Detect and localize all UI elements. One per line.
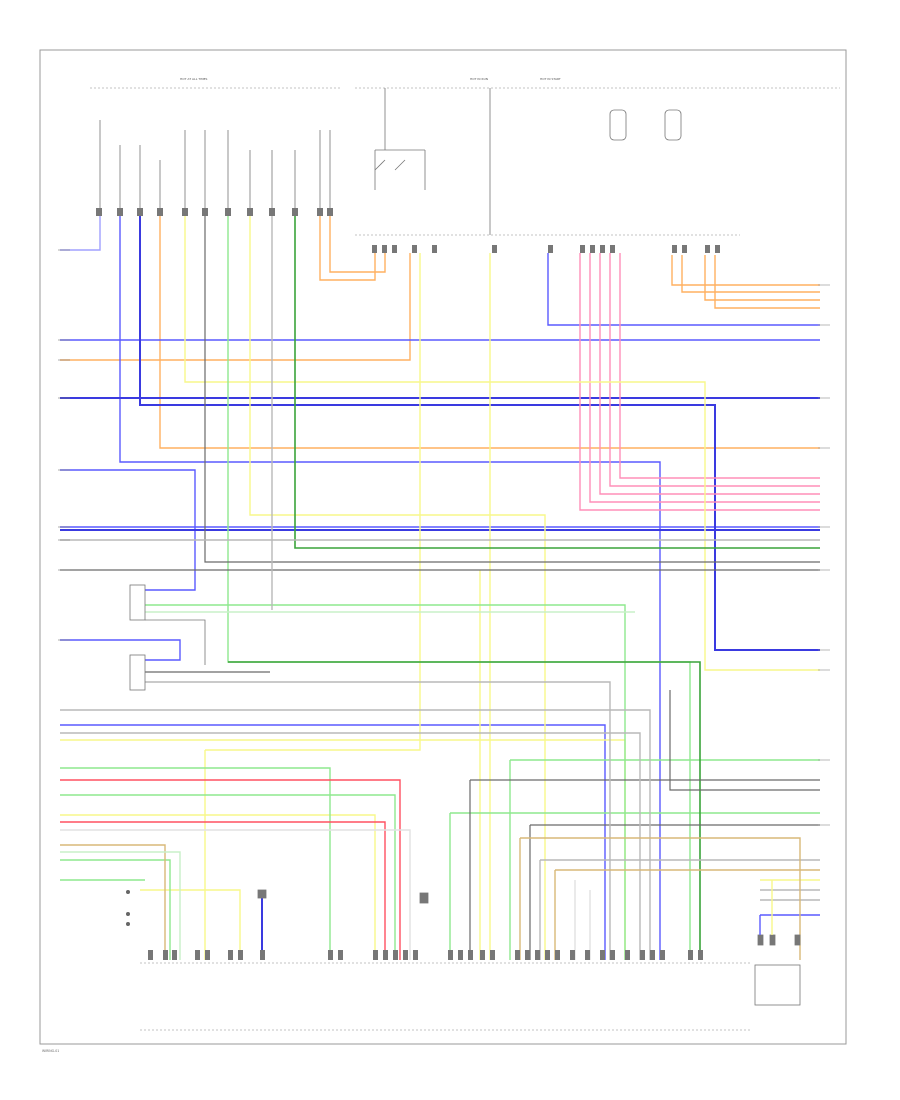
top-components <box>99 88 682 235</box>
top-label-3: HOT IN START <box>540 77 561 81</box>
top-label-2: HOT IN RUN <box>470 77 488 81</box>
left-wire-markers <box>58 249 70 641</box>
module-pins-bottom <box>148 950 703 960</box>
top-label-1: HOT AT ALL TIMES <box>180 77 208 81</box>
connector-pins-top <box>96 208 720 253</box>
wire-harness <box>60 216 820 960</box>
ground-icon <box>126 890 130 926</box>
right-wire-ends <box>818 284 830 826</box>
connector-icon <box>257 889 429 904</box>
diagram-frame <box>39 49 847 1045</box>
left-modules <box>129 584 206 691</box>
footer-code: WIRING-01 <box>42 1049 59 1053</box>
diagnostic-connector <box>754 880 801 1006</box>
